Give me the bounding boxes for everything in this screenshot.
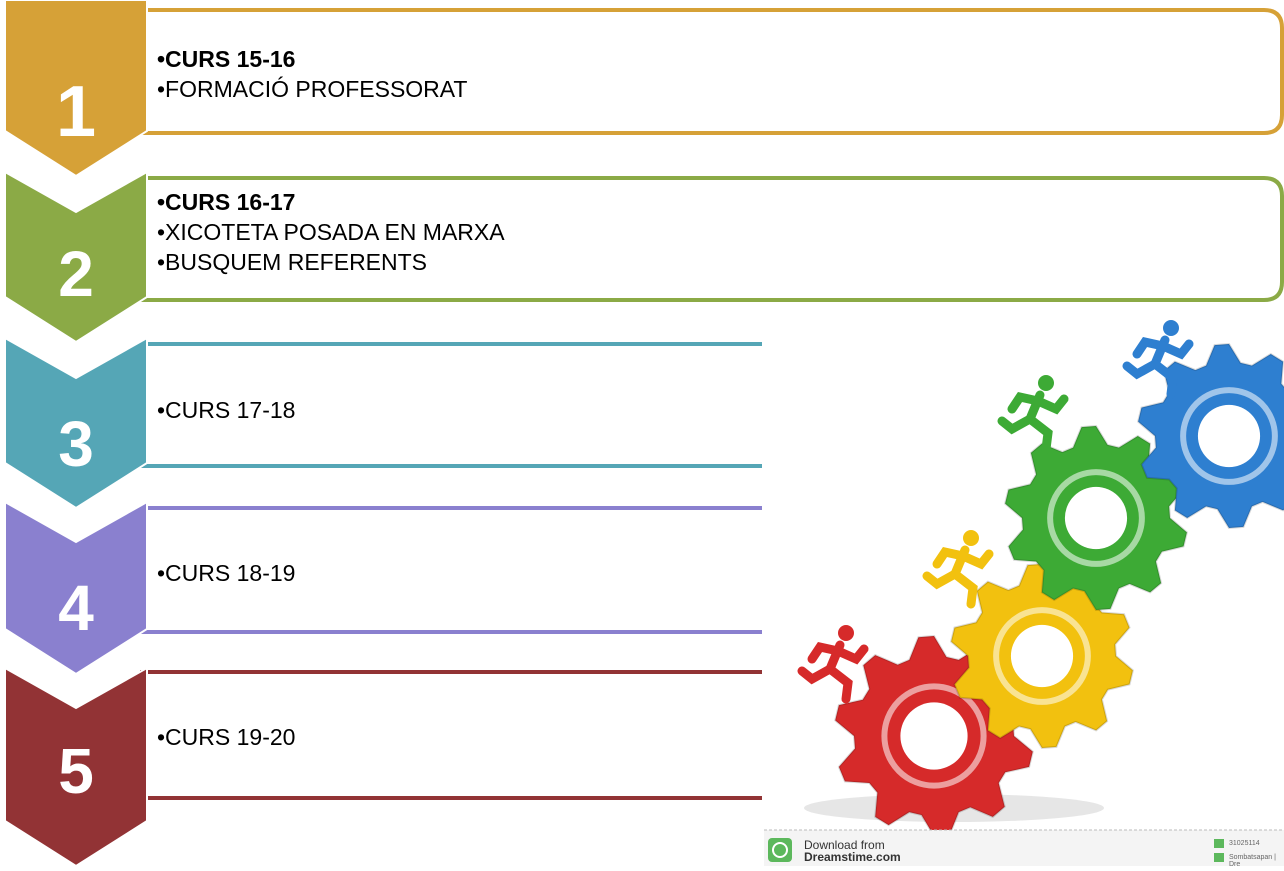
step-1-text: •CURS 15-16 •FORMACIÓ PROFESSORAT	[157, 44, 467, 104]
step-5-text: •CURS 19-20	[157, 722, 295, 752]
step-3-text: •CURS 17-18	[157, 395, 295, 425]
step-3: 3	[4, 336, 762, 510]
yellow-gear	[949, 562, 1135, 750]
step-3-chevron	[4, 336, 148, 510]
step-1-chevron	[4, 0, 148, 178]
blue-runner	[1122, 320, 1194, 399]
green-runner	[997, 375, 1069, 454]
dreamstime-logo-icon	[768, 838, 792, 862]
yellow-runner	[922, 530, 994, 609]
green-gear	[1003, 424, 1189, 612]
step-1-number: 1	[56, 72, 96, 152]
step-2: 2	[4, 170, 1284, 344]
watermark-bar	[764, 830, 1284, 866]
step-2-number: 2	[58, 238, 94, 310]
step-1-line: •FORMACIÓ PROFESSORAT	[157, 76, 468, 102]
step-4-number: 4	[58, 572, 94, 644]
gears-runners-photo: Download from Dreamstime.com 31025114 So…	[764, 318, 1284, 868]
credit-icon	[1214, 853, 1224, 862]
step-4: 4	[4, 500, 762, 676]
step-5-number: 5	[58, 735, 94, 807]
step-5-chevron	[4, 666, 148, 866]
gears-illustration	[764, 320, 1284, 866]
red-runner	[797, 625, 869, 704]
step-4-chevron	[4, 500, 148, 676]
step-1: 1	[4, 0, 1284, 178]
watermark-brand: Dreamstime.com	[804, 850, 901, 864]
step-1-box	[140, 8, 1284, 135]
step-2-line: •XICOTETA POSADA EN MARXA	[157, 219, 505, 245]
step-4-text: •CURS 18-19	[157, 558, 295, 588]
step-2-line: •CURS 16-17	[157, 189, 296, 215]
watermark-image-id: 31025114	[1229, 840, 1260, 847]
step-3-line: •CURS 17-18	[157, 397, 296, 423]
step-5-line: •CURS 19-20	[157, 724, 296, 750]
step-2-text: •CURS 16-17 •XICOTETA POSADA EN MARXA •BUS…	[157, 187, 505, 277]
step-4-line: •CURS 18-19	[157, 560, 296, 586]
image-id-icon	[1214, 839, 1224, 848]
step-1-line: •CURS 15-16	[157, 46, 296, 72]
step-3-number: 3	[58, 408, 94, 480]
step-2-line: •BUSQUEM REFERENTS	[157, 249, 428, 275]
watermark-credit: Sombatsapan | Dre	[1229, 854, 1276, 868]
step-2-chevron	[4, 170, 148, 344]
watermark-download-line: Download from	[804, 838, 885, 852]
step-5: 5	[4, 666, 762, 866]
step-2-box	[140, 176, 1284, 302]
red-gear	[834, 634, 1034, 838]
